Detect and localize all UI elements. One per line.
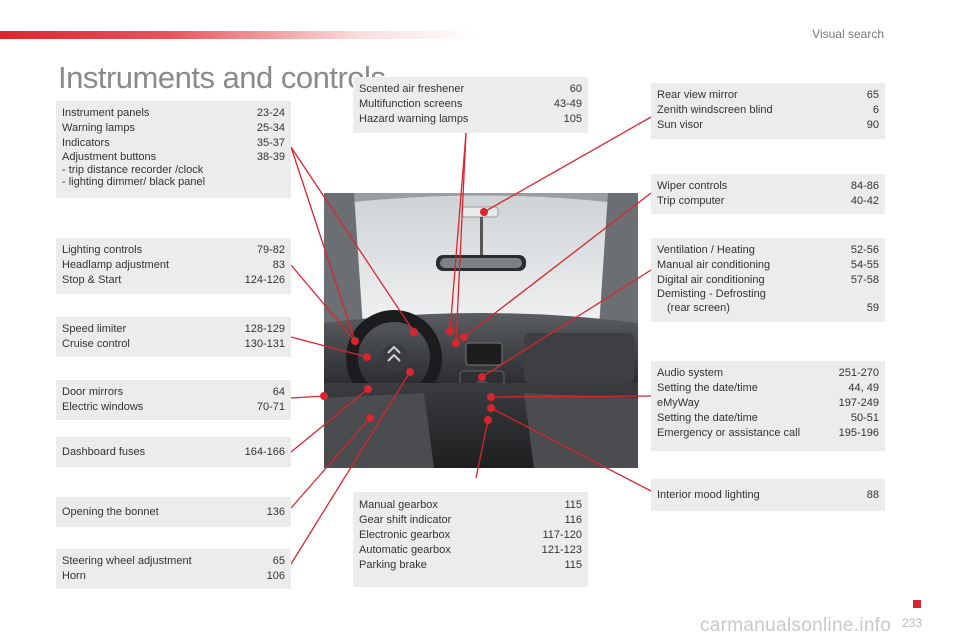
dashboard-illustration <box>324 193 638 468</box>
dashboard-photo <box>324 193 638 468</box>
section-title[interactable]: Visual search <box>812 27 884 41</box>
page-title: Instruments and controls <box>58 60 386 95</box>
sub-item: - trip distance recorder /clock <box>62 164 204 176</box>
header-accent-bar <box>0 31 480 39</box>
page-number: 233 <box>902 616 923 630</box>
list-item[interactable]: Demisting - Defrosting <box>657 288 766 300</box>
sub-item: - lighting dimmer/ black panel <box>62 176 206 188</box>
list-item[interactable]: (rear screen)59 <box>667 302 879 314</box>
page-marker <box>913 600 921 608</box>
watermark: carmanualsonline.info <box>700 615 892 636</box>
